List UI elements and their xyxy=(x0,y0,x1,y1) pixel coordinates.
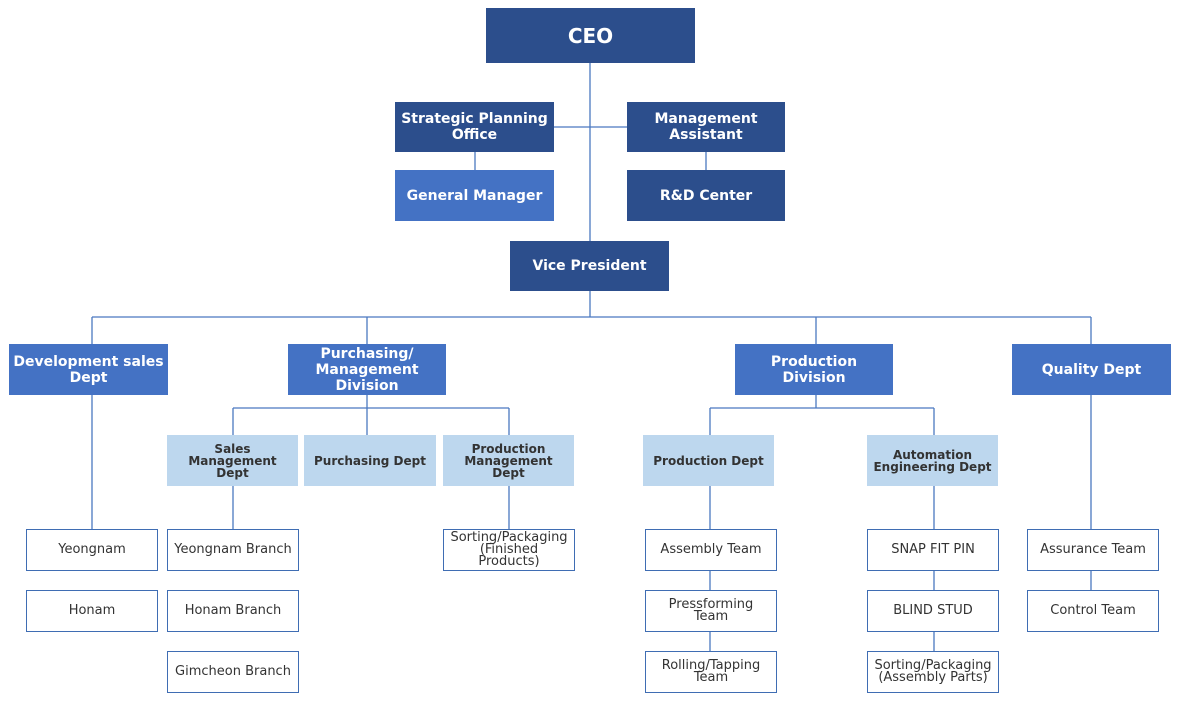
management-assistant-label: Management Assistant xyxy=(654,111,758,143)
honam-label: Honam xyxy=(68,603,116,618)
yeongnam-label: Yeongnam xyxy=(58,542,126,557)
gimcheon-branch-label: Gimcheon Branch xyxy=(175,664,291,679)
blind-stud-label: BLIND STUD xyxy=(893,603,973,618)
control-team-box: Control Team xyxy=(1027,590,1159,632)
sorting-packaging-assembly-box: Sorting/Packaging (Assembly Parts) xyxy=(867,651,999,693)
assurance-team-box: Assurance Team xyxy=(1027,529,1159,571)
rd-center-label: R&D Center xyxy=(659,187,753,204)
sorting-packaging-assembly-label: Sorting/Packaging (Assembly Parts) xyxy=(874,658,992,685)
purchasing-dept-label: Purchasing Dept xyxy=(313,453,426,468)
purchasing-management-box: Purchasing/ Management Division xyxy=(288,344,446,395)
quality-dept-box: Quality Dept xyxy=(1012,344,1171,395)
yeongnam-branch-box: Yeongnam Branch xyxy=(167,529,299,571)
production-management-dept-box: Production Management Dept xyxy=(443,435,574,486)
production-division-label: Production Division xyxy=(770,353,858,386)
assembly-team-label: Assembly Team xyxy=(660,542,762,557)
production-dept-box: Production Dept xyxy=(643,435,774,486)
vice-president-box: Vice President xyxy=(510,241,669,291)
honam-branch-box: Honam Branch xyxy=(167,590,299,632)
automation-engineering-dept-box: Automation Engineering Dept xyxy=(867,435,998,486)
snap-fit-pin-label: SNAP FIT PIN xyxy=(891,542,975,557)
development-sales-box: Development sales Dept xyxy=(9,344,168,395)
sorting-packaging-finished-box: Sorting/Packaging (Finished Products) xyxy=(443,529,575,571)
blind-stud-box: BLIND STUD xyxy=(867,590,999,632)
snap-fit-pin-box: SNAP FIT PIN xyxy=(867,529,999,571)
sorting-packaging-finished-label: Sorting/Packaging (Finished Products) xyxy=(450,530,568,569)
strategic-planning-label: Strategic Planning Office xyxy=(401,111,548,143)
sales-management-dept-box: Sales Management Dept xyxy=(167,435,298,486)
management-assistant-box: Management Assistant xyxy=(627,102,785,152)
assurance-team-label: Assurance Team xyxy=(1040,542,1146,557)
yeongnam-branch-label: Yeongnam Branch xyxy=(174,542,292,557)
purchasing-management-label: Purchasing/ Management Division xyxy=(315,345,419,394)
rd-center-box: R&D Center xyxy=(627,170,785,221)
production-management-dept-label: Production Management Dept xyxy=(464,441,553,480)
strategic-planning-box: Strategic Planning Office xyxy=(395,102,554,152)
honam-branch-label: Honam Branch xyxy=(184,603,282,618)
rolling-tapping-team-box: Rolling/Tapping Team xyxy=(645,651,777,693)
assembly-team-box: Assembly Team xyxy=(645,529,777,571)
development-sales-label: Development sales Dept xyxy=(13,353,164,386)
yeongnam-box: Yeongnam xyxy=(26,529,158,571)
purchasing-dept-box: Purchasing Dept xyxy=(304,435,436,486)
production-dept-label: Production Dept xyxy=(653,453,764,468)
pressforming-team-label: Pressforming Team xyxy=(668,597,754,624)
honam-box: Honam xyxy=(26,590,158,632)
rolling-tapping-team-label: Rolling/Tapping Team xyxy=(661,658,761,685)
ceo-label: CEO xyxy=(567,23,614,48)
automation-engineering-dept-label: Automation Engineering Dept xyxy=(873,447,992,474)
pressforming-team-box: Pressforming Team xyxy=(645,590,777,632)
ceo-box: CEO xyxy=(486,8,695,63)
gimcheon-branch-box: Gimcheon Branch xyxy=(167,651,299,693)
production-division-box: Production Division xyxy=(735,344,893,395)
general-manager-box: General Manager xyxy=(395,170,554,221)
quality-dept-label: Quality Dept xyxy=(1041,361,1142,378)
control-team-label: Control Team xyxy=(1050,603,1136,618)
sales-management-dept-label: Sales Management Dept xyxy=(188,441,277,480)
general-manager-label: General Manager xyxy=(406,187,543,204)
vice-president-label: Vice President xyxy=(532,258,647,274)
